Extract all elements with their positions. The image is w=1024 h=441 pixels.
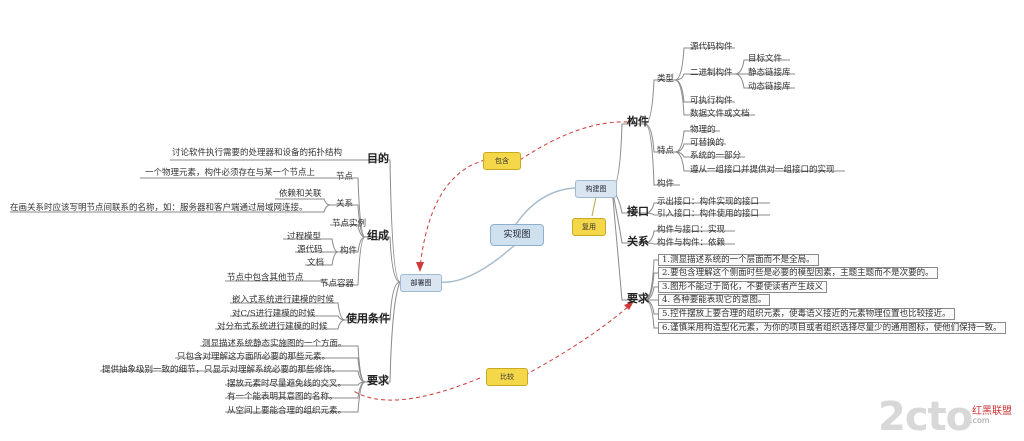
interface-item: 引入接口：构件使用的接口 xyxy=(657,209,760,219)
relation-item: 构件与接口：实现 xyxy=(657,225,726,235)
binary-item: 静态链接库 xyxy=(748,68,791,78)
requirement-item: 2.要包含理解这个侧面时些是必要的模型因素，主题主题而不是次要的。 xyxy=(658,267,938,279)
binary-item: 目标文件 xyxy=(748,54,783,64)
relation-branch-label[interactable]: 关系 xyxy=(627,235,649,248)
type-item: 可执行构件 xyxy=(690,96,733,106)
requirement-item: 5.控件摆放上要合理的组织元素，使毒语义接近的元素物理位置也比较接近。 xyxy=(658,308,955,320)
node-container-label[interactable]: 节点容器 xyxy=(320,279,355,289)
component-diagram-node[interactable]: 构建图 xyxy=(575,180,617,198)
type-item: 二进制构件 xyxy=(690,68,733,78)
requirement-item: 1.测显描述系统的一个层面而不是全局。 xyxy=(658,254,819,266)
watermark-url: .com xyxy=(970,416,990,425)
composition-relation-label[interactable]: 关系 xyxy=(336,199,354,209)
binary-item: 动态链接库 xyxy=(748,82,791,92)
node-container-text: 节点中包含其他节点 xyxy=(227,273,304,283)
left-requirement-item: 测显描述系统静态实施图的一个方面。 xyxy=(202,339,347,349)
type-item: 源代码构件 xyxy=(690,42,733,52)
left-requirement-item: 只包含对理解这方面所必要的那些元素。 xyxy=(177,352,331,362)
purpose-label[interactable]: 目的 xyxy=(367,152,389,165)
node-text: 一个物理元素，构件必须存在与某一个节点上 xyxy=(145,168,316,178)
artifact-item: 过程模型 xyxy=(287,232,322,242)
central-topic[interactable]: 实现图 xyxy=(490,224,544,246)
type-item: 数据文件或文档 xyxy=(690,109,750,119)
relation-text: 依赖和关联 xyxy=(279,189,322,199)
feature-item: 系统的一部分 xyxy=(690,151,742,161)
compare-callout[interactable]: 比较 xyxy=(486,368,528,386)
features-label[interactable]: 特点 xyxy=(657,146,675,156)
left-requirement-item: 从空间上要能合理的组织元素。 xyxy=(227,406,347,416)
composition-label[interactable]: 组成 xyxy=(367,229,389,242)
condition-item: 对分布式系统进行建模的时候 xyxy=(217,322,328,332)
node-instance: 节点实例 xyxy=(332,219,367,229)
component-branch-label[interactable]: 构件 xyxy=(627,115,649,128)
requirement-item: 4. 各种要能表现它的意图。 xyxy=(658,294,771,306)
artifact-label[interactable]: 构件 xyxy=(340,246,358,256)
left-requirement-item: 提供抽象级别一致的细节，只显示对理解系统必要的那些修饰。 xyxy=(102,365,341,375)
artifact-item: 源代码 xyxy=(297,245,323,255)
watermark-cn: 红黑联盟 xyxy=(972,406,1012,417)
relation-item: 构件与构件：依赖 xyxy=(657,238,726,248)
interface-item: 示出接口：构件实现的接口 xyxy=(657,197,760,207)
condition-item: 对C/S进行建模的时候 xyxy=(232,309,316,319)
artifact-item: 文档 xyxy=(307,258,325,268)
interface-branch-label[interactable]: 接口 xyxy=(627,205,649,218)
right-requirements-label[interactable]: 要求 xyxy=(627,292,649,305)
component-extra: 构件 xyxy=(657,179,675,189)
feature-item: 物理的 xyxy=(690,125,716,135)
type-label[interactable]: 类型 xyxy=(657,74,675,84)
condition-item: 嵌入式系统进行建模的时候 xyxy=(232,295,335,305)
feature-item: 可替换的 xyxy=(690,138,725,148)
left-requirement-item: 有一个能表明其意图的名称。 xyxy=(227,392,338,402)
watermark-logo: 2cto xyxy=(878,394,973,440)
purpose-text: 讨论软件执行需要的处理器和设备的拓扑结构 xyxy=(172,148,343,158)
conditions-label[interactable]: 使用条件 xyxy=(346,312,390,325)
left-requirements-label[interactable]: 要求 xyxy=(367,374,389,387)
relation-text: 在画关系时应该写明节点间联系的名称，如：服务器和客户端通过局域网连接。 xyxy=(10,203,308,213)
deployment-diagram-node[interactable]: 部署图 xyxy=(400,274,442,292)
requirement-item: 3.图形不能过于简化，不要使读者产生歧义 xyxy=(658,281,828,293)
requirement-item: 6.谨慎采用构造型化元素，为你的项目或者组织选择尽量少的通用图标，使他们保持一致… xyxy=(658,322,1006,334)
feature-item: 遵从一组接口并提供对一组接口的实现 xyxy=(690,165,835,175)
contain-callout[interactable]: 包含 xyxy=(483,152,521,170)
reuse-callout[interactable]: 复用 xyxy=(572,218,606,236)
left-requirement-item: 摆放元素时尽量避免线的交叉。 xyxy=(227,379,347,389)
node-label[interactable]: 节点 xyxy=(336,172,354,182)
